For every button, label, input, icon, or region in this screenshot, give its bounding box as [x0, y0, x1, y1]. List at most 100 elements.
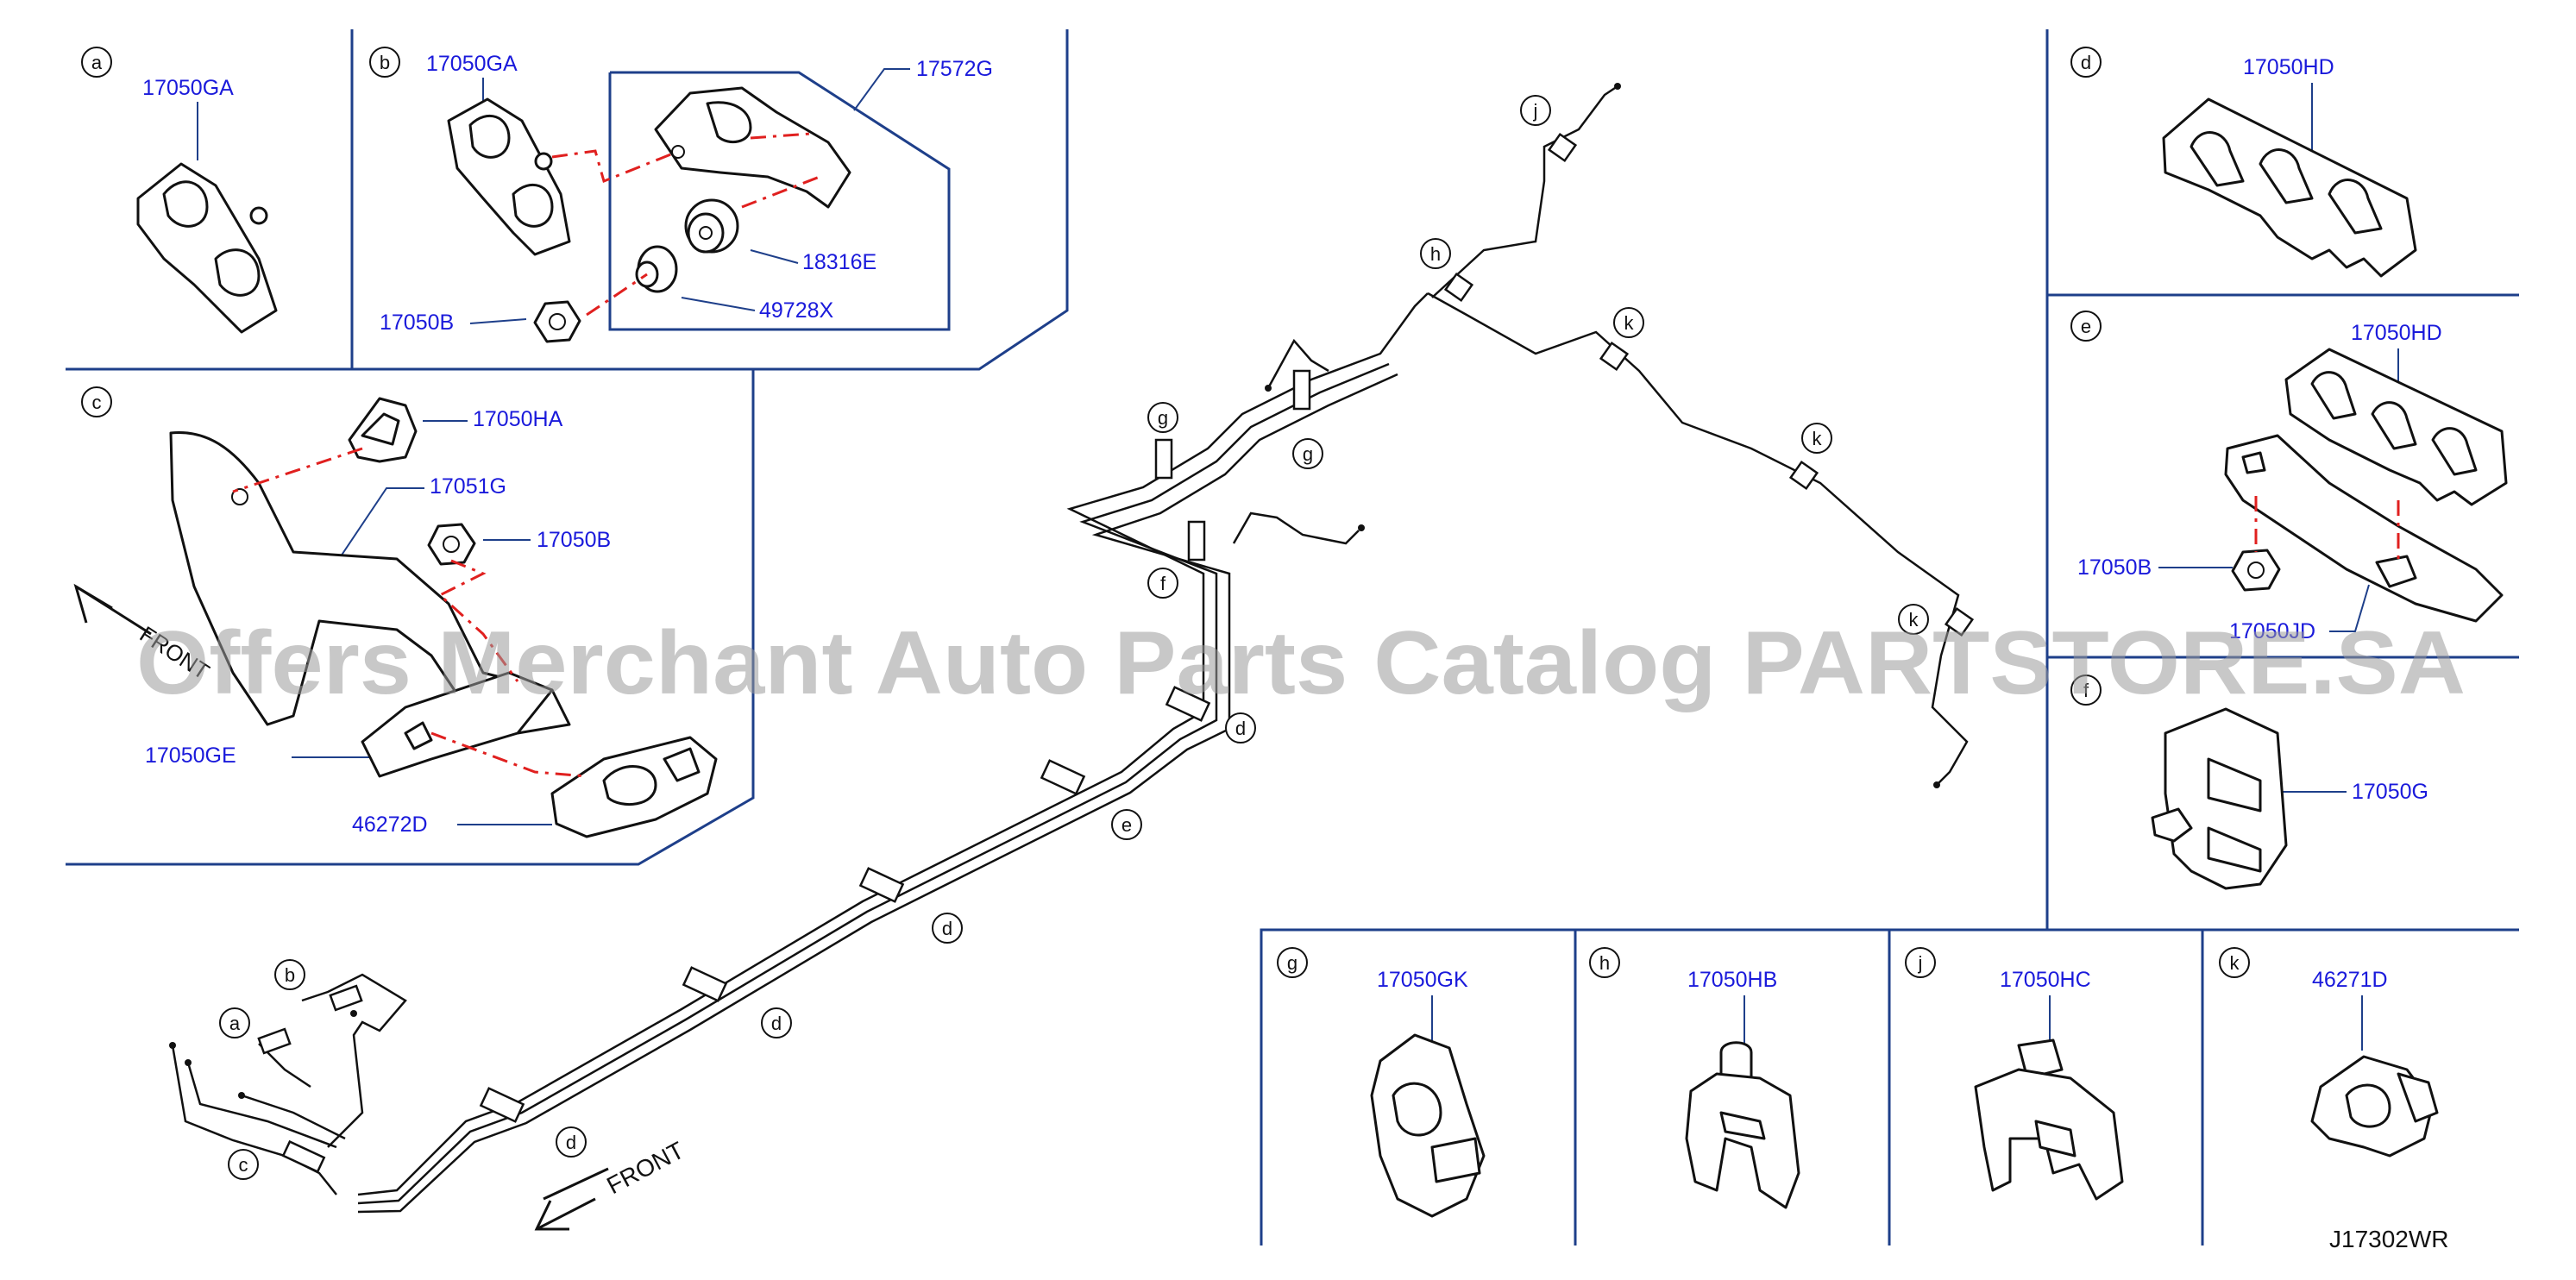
- callout-e-main: e: [1111, 809, 1142, 840]
- svg-text:b: b: [285, 964, 295, 986]
- panel-c-part-3: 17050B: [537, 528, 611, 552]
- routing-callouts: a b c d d d e d f g g h j k k k: [219, 95, 1929, 1180]
- panel-e-part-2: 17050B: [2077, 555, 2152, 580]
- panel-g: g 17050GK: [1277, 947, 1486, 1218]
- callout-g-2: g: [1292, 438, 1323, 469]
- clip-17050HD-d: [2162, 97, 2417, 278]
- panel-k-letter: k: [2230, 952, 2240, 974]
- panel-j-part-1: 17050HC: [2000, 968, 2091, 992]
- double-clip-17050GA: [136, 162, 278, 334]
- panel-e-letter: e: [2081, 316, 2091, 337]
- clip-17050GK: [1370, 1033, 1486, 1218]
- panel-g-letter: g: [1287, 952, 1297, 974]
- panel-k: k 46271D: [2219, 947, 2439, 1158]
- panel-h-part-1: 17050HB: [1687, 968, 1777, 992]
- panel-f: f 17050G: [2070, 675, 2428, 890]
- callout-k-1: k: [1613, 307, 1644, 338]
- nut-17050B-b: [533, 300, 581, 343]
- bracket-17050JD: [2224, 434, 2504, 623]
- clip-17050HA: [348, 397, 418, 463]
- panel-e-part-3: 17050JD: [2229, 619, 2315, 643]
- callout-h-main: h: [1420, 238, 1451, 269]
- callout-a-main: a: [219, 1007, 250, 1038]
- panel-h: h 17050HB: [1589, 947, 1800, 1209]
- clip-46271D: [2310, 1055, 2439, 1158]
- panel-c: c 17050HA 17051G 17050B 17050GE 46272D: [73, 386, 718, 838]
- panel-a-letter: a: [91, 52, 103, 73]
- nut-17050B-e: [2231, 549, 2281, 592]
- nut-17050B-c: [427, 523, 476, 566]
- panel-j-letter: j: [1918, 952, 1923, 974]
- panel-b-part-1: 17050GA: [426, 52, 518, 76]
- svg-text:k: k: [1813, 428, 1823, 449]
- panel-b-letter: b: [380, 52, 390, 73]
- panel-k-part-1: 46271D: [2312, 968, 2388, 992]
- svg-text:k: k: [1909, 609, 1919, 631]
- callout-k-2: k: [1801, 423, 1832, 454]
- bracket-17051G: [169, 431, 571, 735]
- panel-frames: [66, 29, 2519, 1245]
- svg-text:e: e: [1122, 814, 1132, 836]
- callout-d-3: d: [932, 913, 963, 944]
- panel-c-letter: c: [92, 392, 102, 413]
- svg-text:d: d: [942, 918, 952, 939]
- callout-d-1: d: [556, 1126, 587, 1158]
- svg-text:d: d: [1235, 718, 1246, 739]
- callout-f-main: f: [1147, 568, 1178, 599]
- double-clip-17050GA-b: [447, 97, 571, 256]
- panel-b: b 17050GA 17572G 18316E 49728X: [369, 47, 993, 343]
- pipe-clip-markers: [479, 132, 1975, 1123]
- clip-17050HC: [1974, 1038, 2124, 1201]
- panel-a-part-1: 17050GA: [142, 76, 234, 100]
- grommet-18316E: [684, 198, 739, 254]
- callout-c-main: c: [228, 1149, 259, 1180]
- svg-text:g: g: [1158, 407, 1168, 429]
- panel-c-part-2: 17051G: [430, 474, 506, 499]
- panel-j: j 17050HC: [1905, 947, 2124, 1201]
- panel-g-part-1: 17050GK: [1377, 968, 1468, 992]
- front-label-main: FRONT: [602, 1137, 688, 1200]
- clip-17050HD-e: [2284, 348, 2508, 506]
- svg-text:c: c: [239, 1154, 248, 1176]
- svg-text:h: h: [1430, 243, 1441, 265]
- svg-text:f: f: [1160, 573, 1166, 594]
- panel-d-part-1: 17050HD: [2243, 55, 2334, 79]
- spacer-49728X: [635, 245, 678, 293]
- panel-b-part-5: 17050B: [380, 311, 454, 335]
- callout-k-3: k: [1898, 604, 1929, 635]
- clip-17050HB: [1685, 1041, 1800, 1209]
- panel-c-part-1: 17050HA: [473, 407, 563, 431]
- panel-h-letter: h: [1599, 952, 1610, 974]
- panel-e: e 17050HD 17050B 17050JD: [2070, 311, 2508, 643]
- panel-f-letter: f: [2083, 680, 2089, 701]
- callout-d-2: d: [761, 1007, 792, 1038]
- clip-46272D: [550, 736, 718, 838]
- svg-text:g: g: [1303, 443, 1313, 465]
- svg-text:a: a: [229, 1013, 241, 1034]
- callout-j-main: j: [1520, 95, 1551, 126]
- bracket-17050GE: [361, 671, 554, 778]
- clip-17050G: [2151, 707, 2288, 890]
- diagram-code: J17302WR: [2329, 1226, 2449, 1252]
- panel-a: a 17050GA: [81, 47, 278, 334]
- svg-text:j: j: [1533, 100, 1538, 122]
- callout-d-4: d: [1225, 712, 1256, 744]
- panel-e-part-1: 17050HD: [2351, 321, 2442, 345]
- svg-text:d: d: [771, 1013, 782, 1034]
- panel-b-part-3: 18316E: [802, 250, 876, 274]
- callout-b-main: b: [274, 959, 305, 990]
- panel-c-part-5: 46272D: [352, 813, 428, 837]
- panel-b-part-4: 49728X: [759, 298, 834, 323]
- callout-g-1: g: [1147, 402, 1178, 433]
- watermark-text: Offers Merchant Auto Parts Catalog PARTS…: [136, 613, 2466, 713]
- svg-text:k: k: [1624, 312, 1635, 334]
- bracket-17572G: [654, 86, 851, 209]
- svg-text:d: d: [566, 1132, 576, 1153]
- panel-d: d 17050HD: [2070, 47, 2417, 278]
- panel-f-part-1: 17050G: [2352, 780, 2428, 804]
- panel-c-part-4: 17050GE: [145, 744, 236, 768]
- front-end-lines: [169, 973, 407, 1195]
- panel-d-letter: d: [2081, 52, 2091, 73]
- panel-b-part-2: 17572G: [916, 57, 993, 81]
